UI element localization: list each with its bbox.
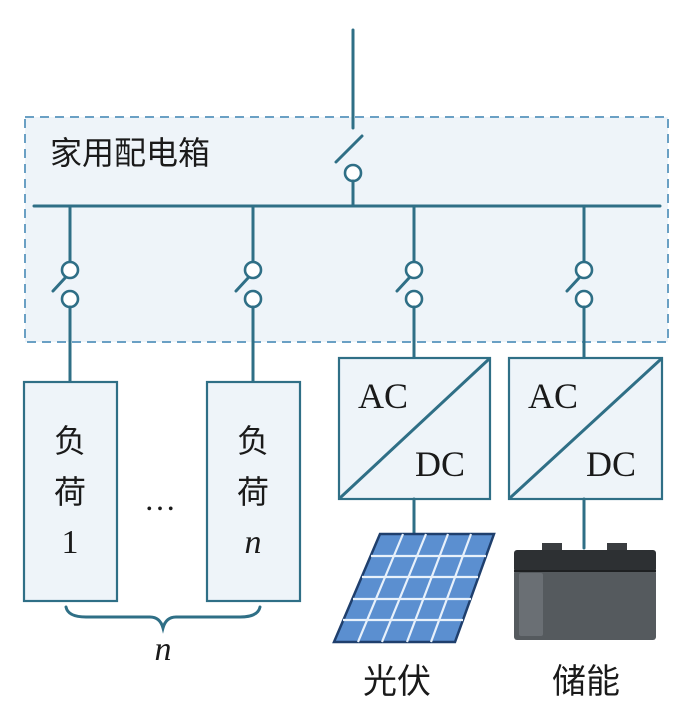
pv-converter-dc: DC	[415, 444, 465, 484]
branch-switch-load-n	[234, 204, 263, 384]
storage-converter-ac: AC	[528, 376, 578, 416]
load-n-char-2: 荷	[237, 473, 269, 511]
storage-converter-dc: DC	[586, 444, 636, 484]
load-n-box: 负 荷 n	[205, 380, 302, 603]
storage-converter-box: AC DC	[507, 356, 664, 501]
load-n-index: n	[245, 524, 262, 561]
loads-count-label: n	[155, 631, 172, 668]
distribution-box-label: 家用配电箱	[50, 134, 210, 172]
load-n-char-1: 负	[237, 422, 269, 460]
branch-switch-load-1	[51, 204, 80, 384]
branch-switch-storage	[565, 204, 594, 360]
load-1-char-2: 荷	[54, 473, 86, 511]
load-1-char-1: 负	[54, 422, 86, 460]
branch-switch-pv	[395, 204, 424, 360]
pv-label: 光伏	[363, 662, 431, 702]
load-1-box: 负 荷 1	[22, 380, 119, 603]
pv-converter-box: AC DC	[337, 356, 492, 501]
pv-converter-ac: AC	[358, 376, 408, 416]
loads-ellipsis: …	[144, 481, 176, 517]
distribution-box-frame	[24, 116, 669, 343]
battery-icon	[514, 543, 656, 640]
loads-brace	[64, 605, 262, 634]
solar-panel-icon	[332, 532, 496, 644]
main-switch	[334, 28, 364, 208]
storage-label: 储能	[552, 662, 620, 702]
load-1-index: 1	[62, 524, 79, 561]
